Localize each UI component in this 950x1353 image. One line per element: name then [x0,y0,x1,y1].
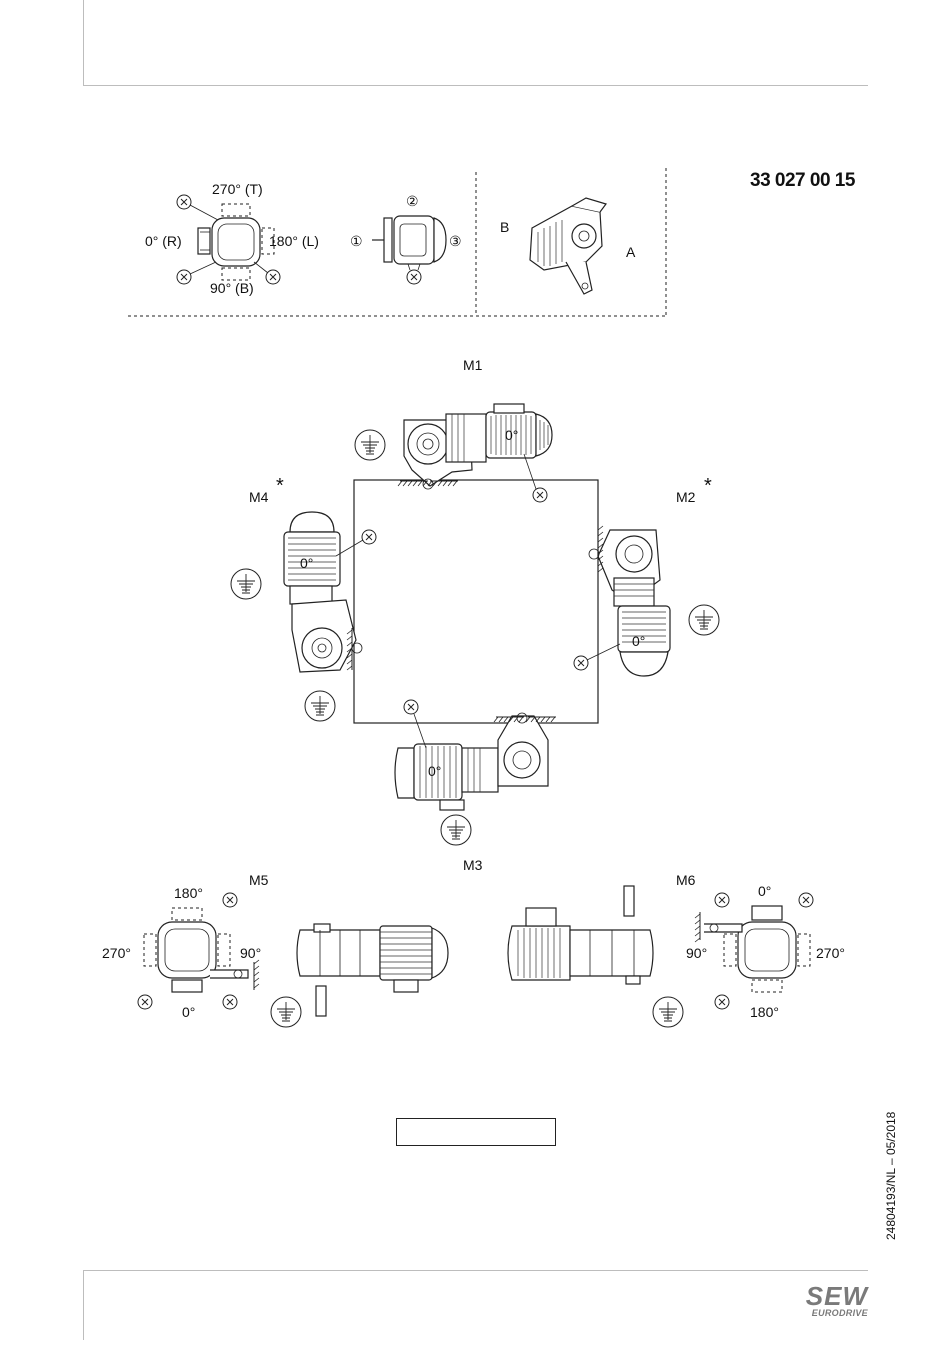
x-marker-icon [177,270,191,284]
m6-angle-0: 0° [758,883,771,899]
m4-terminal-angle: 0° [300,555,313,571]
cable-entry-1-label: ① [350,233,363,249]
x-marker-icon [266,270,280,284]
m1-terminal-angle: 0° [505,427,518,443]
breather-icon [231,569,261,599]
m1-gearmotor [404,404,552,489]
angle-180-label: 180° (L) [269,233,319,249]
position-m5-label: M5 [249,872,269,888]
x-marker-icon [715,893,729,907]
m6-gearmotor-side [508,886,653,984]
m6-angle-180: 180° [750,1004,779,1020]
position-m3-label: M3 [463,857,483,873]
x-marker-icon [407,270,421,284]
m4-asterisk: * [276,475,284,497]
x-marker-icon [404,700,418,714]
position-m1-label: M1 [463,357,483,373]
position-m2-label: M2 [676,489,696,505]
position-m6-label: M6 [676,872,696,888]
cable-entry-3-label: ③ [449,233,462,249]
breather-icon [441,815,471,845]
x-marker-icon [574,656,588,670]
m5-terminal-orientation-sketch [144,908,248,992]
side-a-label: A [626,244,636,260]
m5-angle-270: 270° [102,945,131,961]
breather-icon [305,691,335,721]
m5-angle-90: 90° [240,945,261,961]
m5-angle-180: 180° [174,885,203,901]
cable-entry-2-label: ② [406,193,419,209]
m2-asterisk: * [704,475,712,497]
mounting-reference-square [354,480,598,723]
x-marker-icon [715,995,729,1009]
breather-icon [689,605,719,635]
m5-gearmotor-side [297,924,448,1016]
m3-gearmotor [395,713,548,810]
gear-unit-perspective-sketch [530,198,606,294]
cable-entry-sketch [372,216,446,270]
m6-terminal-orientation-sketch [704,906,810,992]
x-marker-icon [223,893,237,907]
x-marker-icon [138,995,152,1009]
m4-gearmotor [284,512,362,672]
breather-icon [653,997,683,1027]
m6-angle-90: 90° [686,945,707,961]
m5-angle-0: 0° [182,1004,195,1020]
x-marker-icon [362,530,376,544]
m6-angle-270: 270° [816,945,845,961]
x-marker-icon [177,195,191,209]
x-marker-icon [799,893,813,907]
breather-icon [355,430,385,460]
angle-90-label: 90° (B) [210,280,254,296]
m3-terminal-angle: 0° [428,763,441,779]
angle-270-label: 270° (T) [212,181,263,197]
m2-terminal-angle: 0° [632,633,645,649]
side-b-label: B [500,219,509,235]
position-m4-label: M4 [249,489,269,505]
x-marker-icon [223,995,237,1009]
breather-icon [271,997,301,1027]
x-marker-icon [533,488,547,502]
angle-0-label: 0° (R) [145,233,182,249]
